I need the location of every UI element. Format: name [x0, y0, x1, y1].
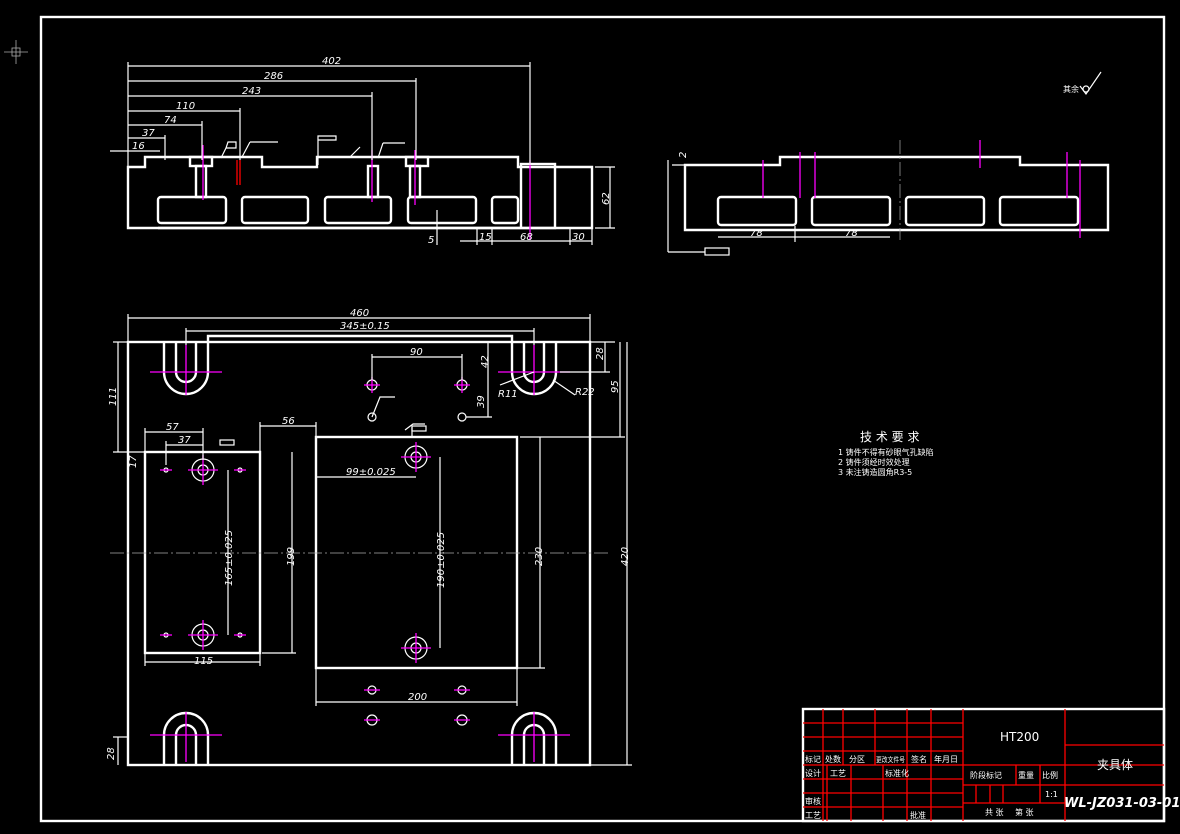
sheets-total: 共 张 — [985, 808, 1004, 817]
stage-mark-label: 阶段标记 — [970, 770, 1002, 780]
drawing-number: WL-JZ031-03-01 — [1064, 796, 1180, 811]
front-dimension-labels: 402 286 243 110 74 37 16 62 5 15 68 30 — [132, 56, 612, 246]
dim-label: 78 — [750, 228, 763, 239]
dim-label: 190±0.025 — [436, 532, 447, 588]
dim-label: 16 — [132, 141, 145, 152]
scale-label: 比例 — [1042, 770, 1058, 780]
dim-label: 243 — [242, 86, 261, 97]
front-section-view: 402 286 243 110 74 37 16 62 5 15 68 30 — [110, 56, 615, 246]
dim-label: 115 — [194, 656, 213, 667]
drawing-frame — [39, 15, 1166, 823]
process-label: 工艺 — [830, 769, 846, 778]
header-cell: 更改文件号 — [876, 755, 905, 764]
dim-label: 230 — [534, 547, 545, 566]
header-cell: 分区 — [849, 755, 865, 764]
sheet-number: 第 张 — [1015, 807, 1034, 817]
header-cell: 处数 — [825, 754, 841, 764]
plan-view: 460 345±0.15 90 42 28 95 R11 R22 39 111 … — [106, 308, 632, 767]
header-cell: 标记 — [805, 754, 821, 764]
dim-label: 199 — [286, 547, 297, 566]
material: HT200 — [1000, 730, 1039, 744]
dim-label: 42 — [480, 355, 491, 368]
side-section-view: 2 78 78 — [667, 140, 1110, 256]
roughness-symbol: 其余 — [1063, 71, 1102, 96]
dim-label: 68 — [520, 232, 533, 243]
dim-label: 2 — [678, 152, 689, 158]
process-label: 工艺 — [805, 811, 821, 820]
standardization-label: 标准化 — [885, 768, 909, 778]
tech-req-item: 1 铸件不得有砂眼气孔缺陷 — [838, 447, 934, 457]
header-cell: 年月日 — [934, 754, 958, 764]
dim-label: R22 — [575, 387, 595, 398]
dim-label: 17 — [128, 455, 139, 468]
dim-label: R11 — [498, 389, 518, 400]
technical-requirements: 技 术 要 求 1 铸件不得有砂眼气孔缺陷 2 铸件须经时效处理 3 未注铸造圆… — [838, 430, 934, 477]
dim-label: 200 — [408, 692, 427, 703]
review-label: 审核 — [805, 796, 821, 806]
part-name: 夹具体 — [1097, 758, 1133, 772]
crosshair-icon — [4, 40, 28, 64]
dim-label: 95 — [610, 380, 621, 393]
tech-req-item: 3 未注铸造圆角R3-5 — [838, 467, 912, 477]
dim-label: 30 — [572, 232, 585, 243]
weight-label: 重量 — [1018, 770, 1034, 780]
dim-label: 15 — [479, 232, 492, 243]
dim-label: 57 — [166, 422, 179, 433]
dim-label: 402 — [322, 56, 341, 67]
dim-label: 345±0.15 — [340, 321, 390, 332]
dim-label: 37 — [178, 435, 191, 446]
dim-label: 165±0.025 — [224, 530, 235, 586]
dim-label: 5 — [428, 235, 434, 246]
scale-value: 1:1 — [1045, 790, 1058, 799]
dim-label: 62 — [601, 192, 612, 205]
dim-label: 111 — [108, 387, 119, 406]
dim-label: 90 — [410, 347, 423, 358]
header-cell: 签名 — [911, 754, 927, 764]
dim-label: 420 — [620, 547, 631, 566]
design-label: 设计 — [805, 768, 821, 778]
dim-label: 78 — [845, 228, 858, 239]
tech-req-title: 技 术 要 求 — [860, 430, 919, 444]
dim-label: 74 — [164, 115, 177, 126]
plan-dimension-labels: 460 345±0.15 90 42 28 95 R11 R22 39 111 … — [106, 308, 631, 760]
roughness-note: 其余 — [1063, 84, 1079, 94]
dim-label: 56 — [282, 416, 295, 427]
tech-req-item: 2 铸件须经时效处理 — [838, 457, 910, 467]
dim-label: 28 — [595, 347, 606, 360]
approve-label: 批准 — [910, 810, 926, 820]
dim-label: 28 — [106, 747, 117, 760]
dim-label: 99±0.025 — [346, 467, 396, 478]
dim-label: 110 — [176, 101, 195, 112]
dim-label: 37 — [142, 128, 155, 139]
title-block: 标记 处数 分区 更改文件号 签名 年月日 设计 标准化 工艺 审核 工艺 批准… — [801, 707, 1180, 823]
dim-label: 39 — [476, 395, 487, 408]
dim-label: 286 — [264, 71, 283, 82]
dim-label: 460 — [350, 308, 369, 319]
